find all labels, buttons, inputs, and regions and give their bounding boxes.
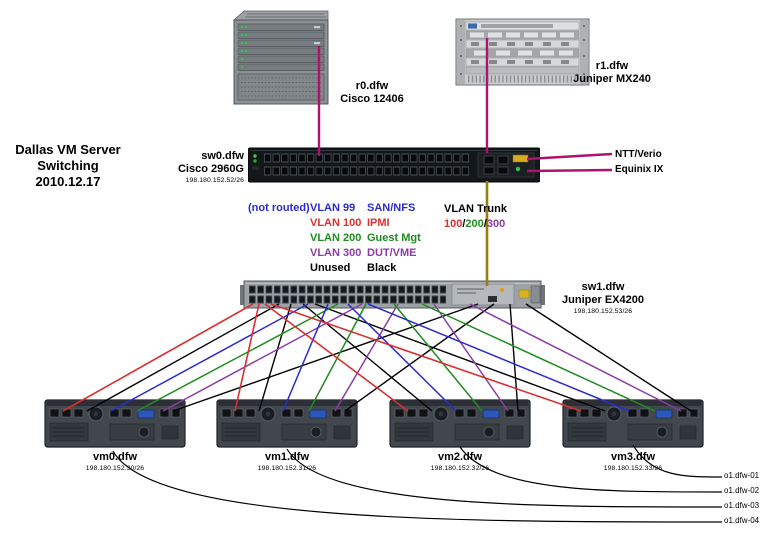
server-vm2-label: vm2.dfw 198.180.152.32/26 [400,451,520,473]
switch-sw1-model: Juniper EX4200 [562,294,644,306]
trunk-id-200: 200 [465,218,484,230]
server-vm0-label: vm0.dfw 198.180.152.30/26 [55,451,175,473]
external-host-o1-04: o1.dfw-04 [724,516,760,525]
server-vm0-graphic [44,398,186,450]
server-vm3-hostname: vm3.dfw [610,451,655,463]
title-line-1: Dallas VM Server [15,142,121,157]
switch-sw1-hostname: sw1.dfw [581,281,625,293]
external-host-o1-01: o1.dfw-01 [724,471,760,480]
router-r1-chassis [455,18,590,86]
unused-links [86,303,692,412]
switch-sw0-hostname: sw0.dfw [201,150,244,162]
switch-sw1-ip: 198.180.152.53/26 [573,308,633,315]
guest-mgt-links [136,303,656,412]
legend-row-vlan300: VLAN 300 DUT/VME [248,247,421,262]
legend-vlan300-name: DUT/VME [367,247,417,259]
server-vm1-hostname: vm1.dfw [264,451,309,463]
legend-row-vlan200: VLAN 200 Guest Mgt [248,232,421,247]
server-vm1-graphic [216,398,358,450]
server-vm0-ip: 198.180.152.30/26 [85,465,145,472]
legend-row-unused: Unused Black [248,262,421,277]
legend-vlan99-name: SAN/NFS [367,202,416,214]
legend-vlan99: VLAN 99 [310,202,356,214]
trunk-id-300: 300 [486,218,506,230]
trunk-slash-2: / [483,218,487,230]
server-vm2-ip: 198.180.152.32/26 [430,465,490,472]
switch-sw0-label: sw0.dfw Cisco 2960G 198.180.152.52/26 [118,150,244,185]
router-r1-model: Juniper MX240 [573,73,651,85]
trunk-id-100: 100 [444,218,463,230]
legend-unused-name: Black [367,262,397,274]
router-r0-hostname: r0.dfw [355,80,389,92]
vlan-trunk-ids: 100/200/300 [444,217,507,232]
server-vm1-label: vm1.dfw 198.180.152.31/26 [227,451,347,473]
switch-sw0-ip: 198.180.152.52/26 [185,177,244,184]
external-host-o1-02: o1.dfw-02 [724,486,760,495]
server-vm3-label: vm3.dfw 198.180.152.33/26 [573,451,693,473]
server-vm0-hostname: vm0.dfw [92,451,137,463]
switch-sw1-label: sw1.dfw Juniper EX4200 198.180.152.53/26 [553,281,653,316]
uplink-equinix-label: Equinix IX [615,164,664,175]
router-r0-label: r0.dfw Cisco 12406 [322,80,422,106]
vlan-trunk-title: VLAN Trunk [444,203,507,215]
legend-vlan100-name: IPMI [367,217,390,229]
router-r0-chassis [222,8,334,108]
legend-unused: Unused [310,262,351,274]
server-vm2-graphic [389,398,531,450]
san-nfs-links [110,303,630,412]
uplink-ntt-label: NTT/Verio [615,149,662,160]
server-vm1-ip: 198.180.152.31/26 [257,465,317,472]
diagram-title: Dallas VM Server Switching 2010.12.17 [6,142,130,190]
router-r1-label: r1.dfw Juniper MX240 [556,60,668,86]
server-vm2-hostname: vm2.dfw [437,451,482,463]
legend-not-routed: (not routed) [248,202,310,214]
vlan-trunk-label: VLAN Trunk 100/200/300 [444,202,507,232]
legend-vlan100: VLAN 100 [310,217,362,229]
legend-row-vlan100: VLAN 100 IPMI [248,217,421,232]
trunk-slash-1: / [462,218,466,230]
legend-row-vlan99: (not routed)VLAN 99 SAN/NFS [248,202,421,217]
legend-vlan300: VLAN 300 [310,247,362,259]
legend-vlan200: VLAN 200 [310,232,362,244]
router-r1-hostname: r1.dfw [595,60,629,72]
title-line-2: Switching [37,158,99,173]
switch-sw1-graphic [240,278,545,311]
title-line-3: 2010.12.17 [35,174,101,189]
switch-sw0-model: Cisco 2960G [177,163,244,175]
ipmi-links [62,303,582,412]
external-host-o1-03: o1.dfw-03 [724,501,760,510]
router-r0-model: Cisco 12406 [340,93,404,105]
server-vm3-ip: 198.180.152.33/26 [603,465,663,472]
legend-vlan200-name: Guest Mgt [367,232,421,244]
dut-vme-links [162,303,682,412]
switch-sw0-graphic [247,146,541,184]
server-vm3-graphic [562,398,704,450]
